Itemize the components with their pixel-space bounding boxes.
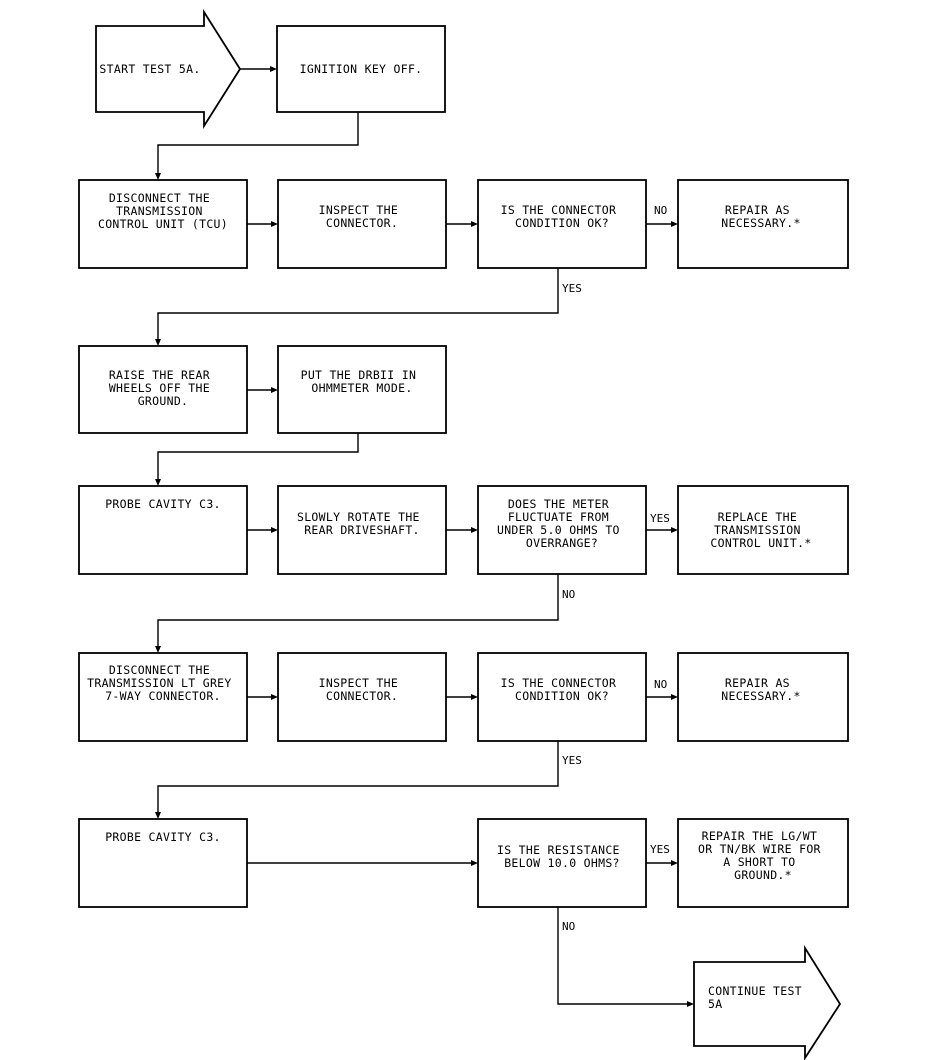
disconnect-grey-connector-text: DISCONNECT THE TRANSMISSION LT GREY 7-WA… bbox=[87, 663, 239, 703]
ignition-key-off-box: IGNITION KEY OFF. bbox=[276, 25, 446, 113]
connector-condition-question-2: IS THE CONNECTOR CONDITION OK? bbox=[477, 652, 647, 742]
rotate-driveshaft-box: SLOWLY ROTATE THE REAR DRIVESHAFT. bbox=[277, 485, 447, 575]
repair-as-necessary-text-1: REPAIR AS NECESSARY.* bbox=[721, 203, 800, 230]
inspect-connector-text-2: INSPECT THE CONNECTOR. bbox=[319, 676, 406, 703]
resistance-question: IS THE RESISTANCE BELOW 10.0 OHMS? bbox=[477, 818, 647, 908]
raise-rear-wheels-text: RAISE THE REAR WHEELS OFF THE GROUND. bbox=[109, 368, 217, 408]
disconnect-tcu-text: DISCONNECT THE TRANSMISSION CONTROL UNIT… bbox=[98, 191, 228, 231]
repair-wire-short-box: REPAIR THE LG/WT OR TN/BK WIRE FOR A SHO… bbox=[677, 818, 849, 908]
continue-test-5a-arrow: CONTINUE TEST 5A bbox=[693, 944, 842, 1060]
connector-lines bbox=[155, 66, 694, 1007]
label-no-4: NO bbox=[562, 920, 575, 933]
disconnect-grey-connector-box: DISCONNECT THE TRANSMISSION LT GREY 7-WA… bbox=[78, 652, 248, 742]
label-no-2: NO bbox=[562, 588, 575, 601]
continue-text: CONTINUE TEST 5A bbox=[708, 984, 809, 1011]
repair-as-necessary-box-1: REPAIR AS NECESSARY.* bbox=[677, 179, 849, 269]
label-yes-2: YES bbox=[650, 512, 670, 525]
rotate-driveshaft-text: SLOWLY ROTATE THE REAR DRIVESHAFT. bbox=[297, 510, 427, 537]
label-yes-1: YES bbox=[562, 282, 582, 295]
resistance-question-text: IS THE RESISTANCE BELOW 10.0 OHMS? bbox=[497, 843, 627, 870]
meter-fluctuate-question: DOES THE METER FLUCTUATE FROM UNDER 5.0 … bbox=[477, 485, 647, 575]
connector-condition-text-2: IS THE CONNECTOR CONDITION OK? bbox=[501, 676, 624, 703]
inspect-connector-text-1: INSPECT THE CONNECTOR. bbox=[319, 203, 406, 230]
meter-fluctuate-text: DOES THE METER FLUCTUATE FROM UNDER 5.0 … bbox=[497, 497, 627, 550]
replace-tcu-text: REPLACE THE TRANSMISSION CONTROL UNIT.* bbox=[710, 510, 811, 550]
inspect-connector-box-2: INSPECT THE CONNECTOR. bbox=[277, 652, 447, 742]
raise-rear-wheels-box: RAISE THE REAR WHEELS OFF THE GROUND. bbox=[78, 345, 248, 434]
label-no-1: NO bbox=[654, 204, 667, 217]
repair-as-necessary-text-2: REPAIR AS NECESSARY.* bbox=[721, 676, 800, 703]
probe-cavity-c3-text-2: PROBE CAVITY C3. bbox=[105, 830, 221, 844]
connector-condition-text-1: IS THE CONNECTOR CONDITION OK? bbox=[501, 203, 624, 230]
label-no-3: NO bbox=[654, 678, 667, 691]
probe-cavity-c3-text-1: PROBE CAVITY C3. bbox=[105, 497, 221, 511]
ignition-text: IGNITION KEY OFF. bbox=[300, 62, 423, 76]
put-drbii-ohmmeter-text: PUT THE DRBII IN OHMMETER MODE. bbox=[301, 368, 424, 395]
put-drbii-ohmmeter-box: PUT THE DRBII IN OHMMETER MODE. bbox=[277, 345, 447, 434]
connector-condition-question-1: IS THE CONNECTOR CONDITION OK? bbox=[477, 179, 647, 269]
label-yes-4: YES bbox=[650, 843, 670, 856]
branch-labels: NO YES YES NO NO YES YES NO bbox=[562, 204, 670, 933]
probe-cavity-c3-box-2: PROBE CAVITY C3. bbox=[78, 818, 248, 908]
repair-wire-short-text: REPAIR THE LG/WT OR TN/BK WIRE FOR A SHO… bbox=[698, 829, 828, 882]
inspect-connector-box-1: INSPECT THE CONNECTOR. bbox=[277, 179, 447, 269]
probe-cavity-c3-box-1: PROBE CAVITY C3. bbox=[78, 485, 248, 575]
start-test-5a-arrow: START TEST 5A. bbox=[95, 8, 242, 130]
label-yes-3: YES bbox=[562, 754, 582, 767]
start-text: START TEST 5A. bbox=[99, 62, 200, 76]
disconnect-tcu-box: DISCONNECT THE TRANSMISSION CONTROL UNIT… bbox=[78, 179, 248, 269]
replace-tcu-box: REPLACE THE TRANSMISSION CONTROL UNIT.* bbox=[677, 485, 849, 575]
repair-as-necessary-box-2: REPAIR AS NECESSARY.* bbox=[677, 652, 849, 742]
